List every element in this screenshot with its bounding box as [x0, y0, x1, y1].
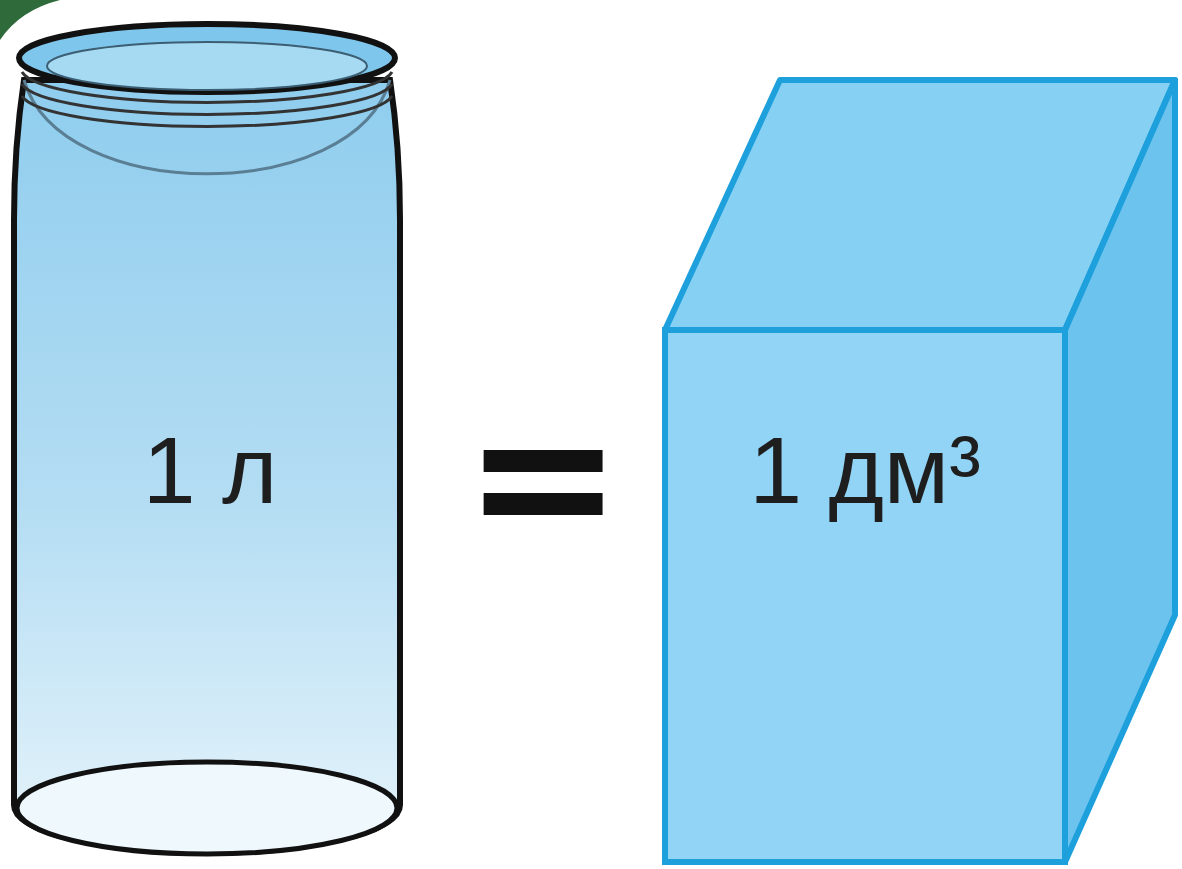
cube-side — [1065, 80, 1175, 862]
cube-front — [665, 330, 1065, 862]
equals-sign: = — [463, 383, 622, 573]
jar-thread — [22, 96, 392, 126]
jar-rim — [19, 24, 395, 92]
jar-body — [14, 80, 400, 853]
jar-thread — [22, 72, 392, 102]
cube-shape: 1 дм³ — [650, 60, 1182, 869]
volume-label: 1 дм³ — [749, 423, 981, 518]
corner-mark — [0, 0, 60, 40]
jar-opening — [47, 42, 367, 90]
jar-bottom — [17, 762, 397, 854]
jar-shape: 1 л — [0, 0, 420, 869]
volume-label: 1 л — [143, 423, 278, 518]
jar-thread — [22, 84, 392, 114]
